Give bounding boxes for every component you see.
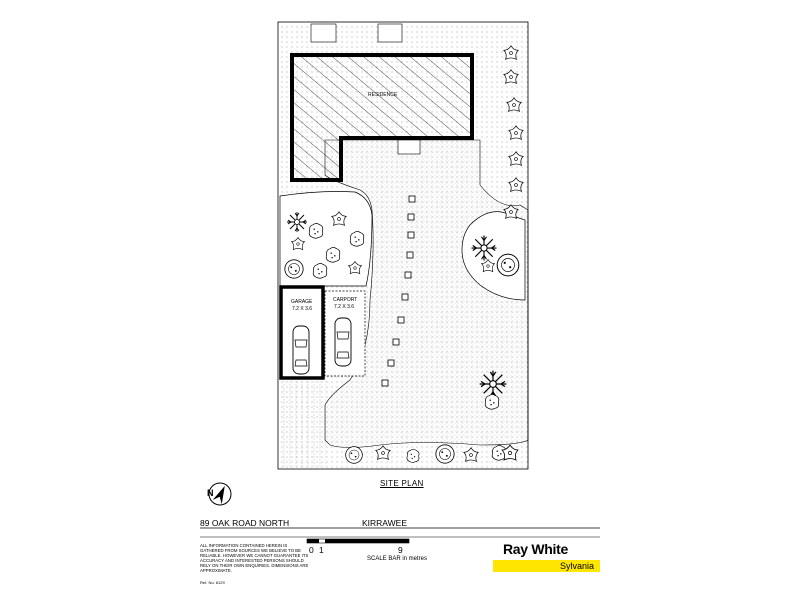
car-garage (292, 325, 310, 375)
scale-tick-1: 1 (319, 545, 324, 555)
scale-tick-9: 9 (398, 545, 403, 555)
scale-caption: SCALE BAR in metres (367, 556, 428, 562)
ray-white-logo: Ray White Sylvania (493, 540, 600, 572)
site-plan-title: SITE PLAN (380, 479, 424, 488)
garden-bed-right (461, 211, 526, 301)
rear-step-right (377, 23, 403, 43)
north-arrow (208, 482, 232, 506)
car-carport (334, 317, 352, 367)
garage-label: GARAGE (291, 299, 313, 305)
reference-number: Ref. No: 8129 (200, 580, 225, 585)
property-suburb: KIRRAWEE (362, 518, 408, 528)
side-path (280, 380, 326, 469)
north-arrow-label: N (207, 488, 214, 498)
property-address: 89 OAK ROAD NORTH (200, 518, 290, 528)
front-porch (397, 139, 421, 155)
disclaimer-text: ALL INFORMATION CONTAINED HEREIN IS GATH… (200, 543, 309, 573)
residence-label: RESIDENCE (368, 92, 398, 98)
lawn-area (324, 139, 529, 448)
garden-bed-left (279, 191, 373, 287)
stepping-stones (381, 195, 416, 387)
scale-bar (306, 538, 410, 544)
carport-label: CARPORT (333, 297, 358, 303)
carport-size: 7.2 X 3.6 (334, 304, 355, 310)
residence-building (290, 53, 474, 182)
garage-size: 7.2 X 3.6 (292, 306, 313, 312)
scale-tick-0: 0 (309, 545, 314, 555)
brand-office: Sylvania (559, 561, 594, 571)
brand-accent-band (493, 560, 600, 572)
rear-step-left (310, 23, 337, 43)
brand-name: Ray White (503, 541, 568, 557)
